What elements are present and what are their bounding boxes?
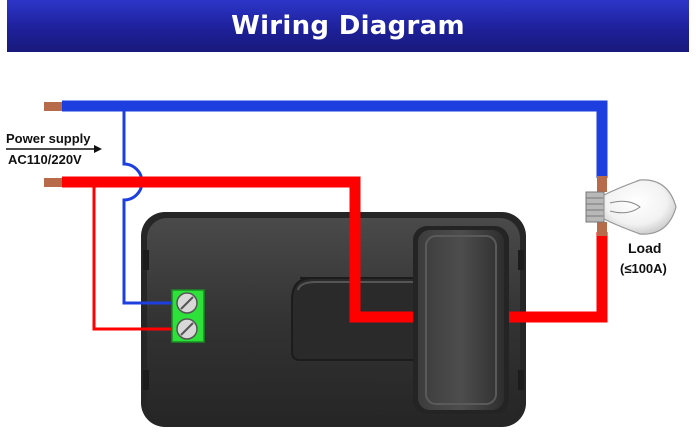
title-banner: Wiring Diagram — [7, 0, 689, 52]
light-bulb-icon — [585, 179, 677, 235]
live-wire — [44, 176, 608, 331]
power-supply-label: Power supply — [6, 131, 91, 146]
page-title: Wiring Diagram — [231, 11, 465, 41]
load-rating: (≤100A) — [620, 261, 667, 276]
power-supply-arrow-icon — [6, 145, 102, 153]
current-transformer-icon — [413, 226, 509, 414]
load-label: Load — [628, 240, 662, 256]
terminal-block-icon — [171, 289, 205, 343]
power-supply-voltage: AC110/220V — [8, 152, 82, 167]
